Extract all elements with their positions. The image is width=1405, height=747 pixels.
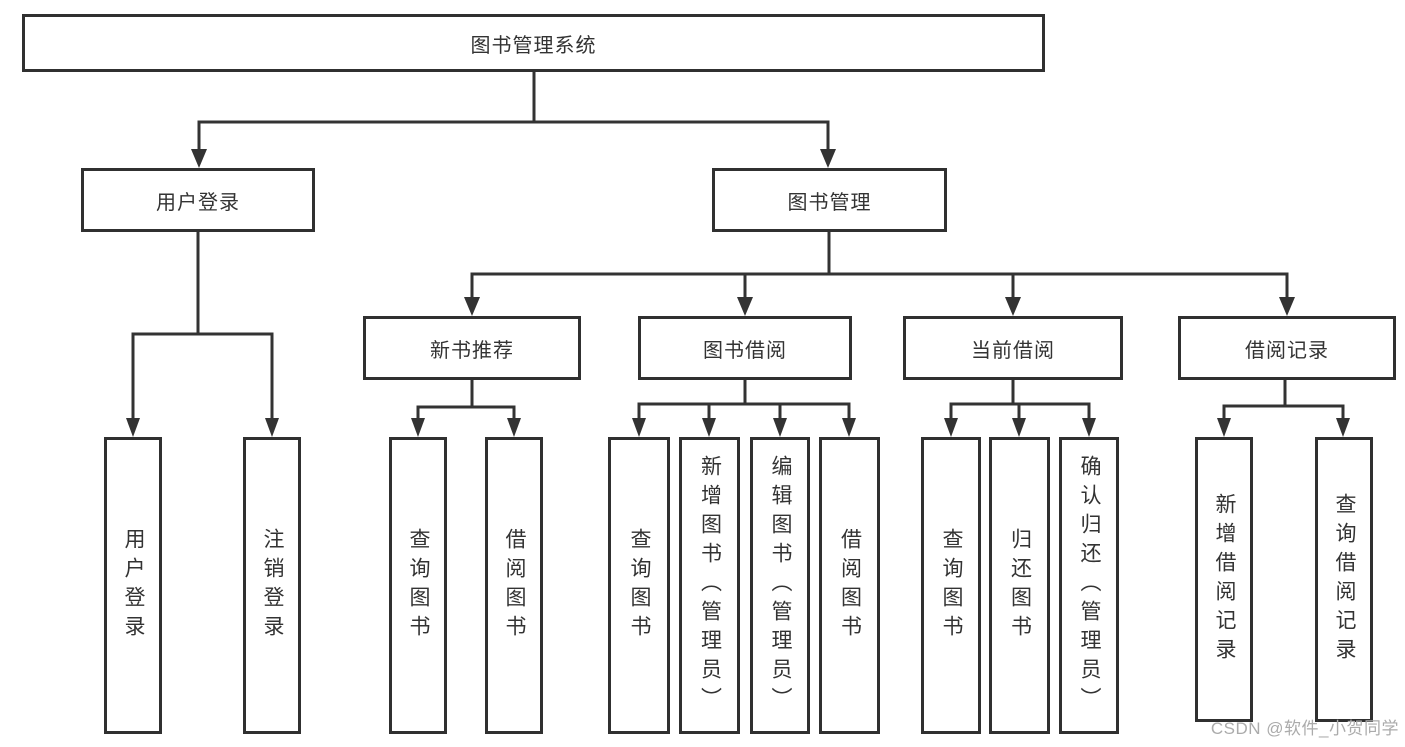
node-label: 新书推荐 bbox=[430, 339, 514, 362]
leaf-query-books-recommend: 查询图书 bbox=[389, 437, 447, 734]
node-label: 查询图书 bbox=[628, 527, 652, 644]
csdn-watermark: CSDN @软件_小贺同学 bbox=[1210, 719, 1399, 738]
node-label: 图书借阅 bbox=[703, 339, 787, 362]
node-label: 用户登录 bbox=[156, 191, 240, 214]
node-label: 查询借阅记录 bbox=[1333, 492, 1357, 667]
node-label: 借阅图书 bbox=[503, 527, 527, 644]
arrowheads bbox=[126, 149, 1350, 437]
node-borrow-records: 借阅记录 bbox=[1178, 316, 1396, 380]
leaf-borrow-books-recommend: 借阅图书 bbox=[485, 437, 543, 734]
leaf-logout: 注销登录 bbox=[243, 437, 301, 734]
node-user-login: 用户登录 bbox=[81, 168, 315, 232]
leaf-query-books-borrow: 查询图书 bbox=[608, 437, 670, 734]
leaf-return-books: 归还图书 bbox=[989, 437, 1050, 734]
node-label: 注销登录 bbox=[261, 527, 285, 644]
leaf-borrow-books: 借阅图书 bbox=[819, 437, 880, 734]
node-label: 查询图书 bbox=[940, 527, 964, 644]
node-new-book-recommend: 新书推荐 bbox=[363, 316, 581, 380]
node-label: 确认归还（管理员） bbox=[1078, 455, 1102, 716]
node-book-management: 图书管理 bbox=[712, 168, 947, 232]
node-label: 查询图书 bbox=[407, 527, 431, 644]
leaf-query-borrow-record: 查询借阅记录 bbox=[1315, 437, 1373, 722]
node-label: 当前借阅 bbox=[971, 339, 1055, 362]
node-library-system: 图书管理系统 bbox=[22, 14, 1045, 72]
node-label: 借阅图书 bbox=[838, 527, 862, 644]
node-label: 新增借阅记录 bbox=[1213, 492, 1237, 667]
node-book-borrow: 图书借阅 bbox=[638, 316, 852, 380]
node-label: 用户登录 bbox=[122, 527, 146, 644]
leaf-user-login: 用户登录 bbox=[104, 437, 162, 734]
node-label: 借阅记录 bbox=[1245, 339, 1329, 362]
node-label: 编辑图书（管理员） bbox=[769, 455, 793, 716]
node-label: 图书管理 bbox=[787, 191, 872, 214]
leaf-query-books-current: 查询图书 bbox=[921, 437, 981, 734]
leaf-add-books-admin: 新增图书（管理员） bbox=[679, 437, 740, 734]
leaf-confirm-return-admin: 确认归还（管理员） bbox=[1059, 437, 1119, 734]
node-label: 图书管理系统 bbox=[470, 34, 597, 57]
leaf-edit-books-admin: 编辑图书（管理员） bbox=[750, 437, 810, 734]
node-current-borrow: 当前借阅 bbox=[903, 316, 1123, 380]
node-label: 新增图书（管理员） bbox=[698, 455, 722, 716]
node-label: 归还图书 bbox=[1008, 527, 1032, 644]
leaf-add-borrow-record: 新增借阅记录 bbox=[1195, 437, 1253, 722]
